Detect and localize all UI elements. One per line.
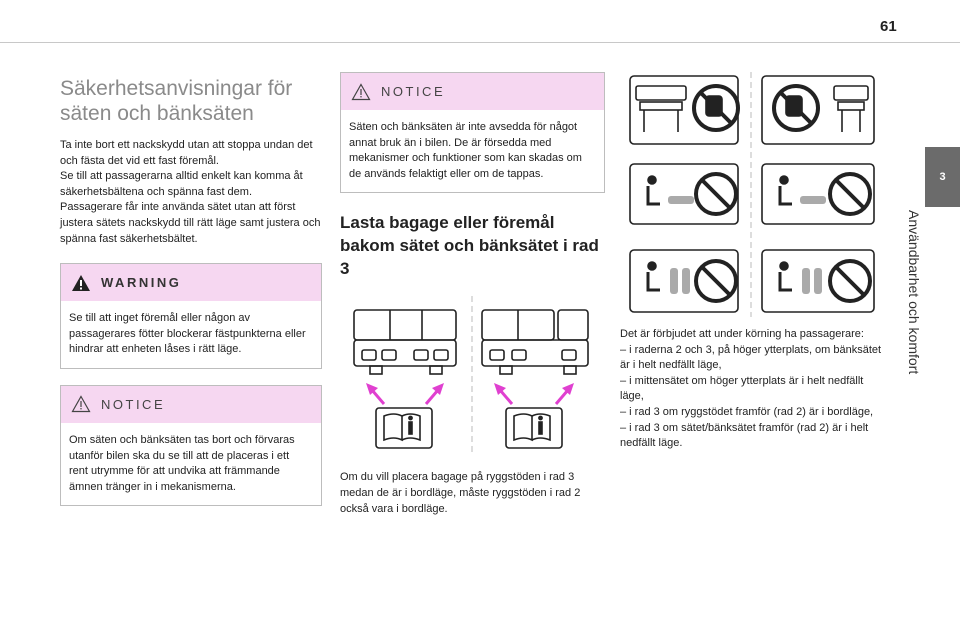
notice-box-2: NOTICE Säten och bänksäten är inte avsed… xyxy=(340,72,605,194)
warning-label: WARNING xyxy=(101,275,182,291)
intro-paragraph: Ta inte bort ett nackskydd utan att stop… xyxy=(60,139,321,245)
seat-icon xyxy=(481,309,589,376)
notice-box: NOTICE Om säten och bänksäten tas bort o… xyxy=(60,384,322,507)
illustration-caption: Om du vill placera bagage på ryggstöden … xyxy=(340,471,581,515)
section-title: Lasta bagage eller föremål bakom sätet o… xyxy=(340,213,599,279)
prohibition-icon xyxy=(761,163,875,225)
notice-label: NOTICE xyxy=(101,396,166,412)
prohibition-icon xyxy=(761,249,875,313)
luggage-illustration xyxy=(340,296,605,457)
column-2: NOTICE Säten och bänksäten är inte avsed… xyxy=(340,72,605,517)
manual-book-icon xyxy=(375,407,433,450)
prohibition-icon xyxy=(629,249,739,313)
notice-label-2: NOTICE xyxy=(381,84,446,99)
warning-text: Se till att inget föremål eller någon av… xyxy=(69,312,306,356)
notice-text: Om säten och bänksäten tas bort och förv… xyxy=(69,433,295,493)
chapter-tab[interactable]: 3 xyxy=(925,147,960,207)
header-rule xyxy=(0,42,960,43)
warning-triangle-icon xyxy=(71,274,91,292)
page-number: 61 xyxy=(880,18,897,35)
intro-text: Ta inte bort ett nackskydd utan att stop… xyxy=(60,138,322,247)
notice-header-2: NOTICE xyxy=(341,73,604,110)
prohibition-icon xyxy=(761,75,875,145)
manual-book-icon xyxy=(505,407,563,450)
notice-header: NOTICE xyxy=(61,385,321,423)
prohibition-paragraph: Det är förbjudet att under körning ha pa… xyxy=(620,328,882,450)
warning-box: WARNING Se till att inget föremål eller … xyxy=(60,263,322,369)
prohibited-positions-grid xyxy=(620,72,882,317)
seat-icon xyxy=(353,309,457,376)
prohibition-text: Det är förbjudet att under körning ha pa… xyxy=(620,327,882,452)
prohibition-icon xyxy=(629,163,739,225)
column-1: Säkerhetsanvisningar för säten och bänks… xyxy=(60,76,322,507)
notice-triangle-icon xyxy=(351,82,371,101)
prohibition-icon xyxy=(629,75,740,145)
notice-text-2: Säten och bänksäten är inte avsedda för … xyxy=(349,121,582,180)
arrow-icon xyxy=(366,383,574,406)
column-3: Det är förbjudet att under körning ha pa… xyxy=(620,72,882,452)
warning-header: WARNING xyxy=(61,264,321,302)
notice-triangle-icon xyxy=(71,395,91,413)
page-title: Säkerhetsanvisningar för säten och bänks… xyxy=(60,77,293,125)
chapter-label: Användbarhet och komfort xyxy=(906,210,922,375)
